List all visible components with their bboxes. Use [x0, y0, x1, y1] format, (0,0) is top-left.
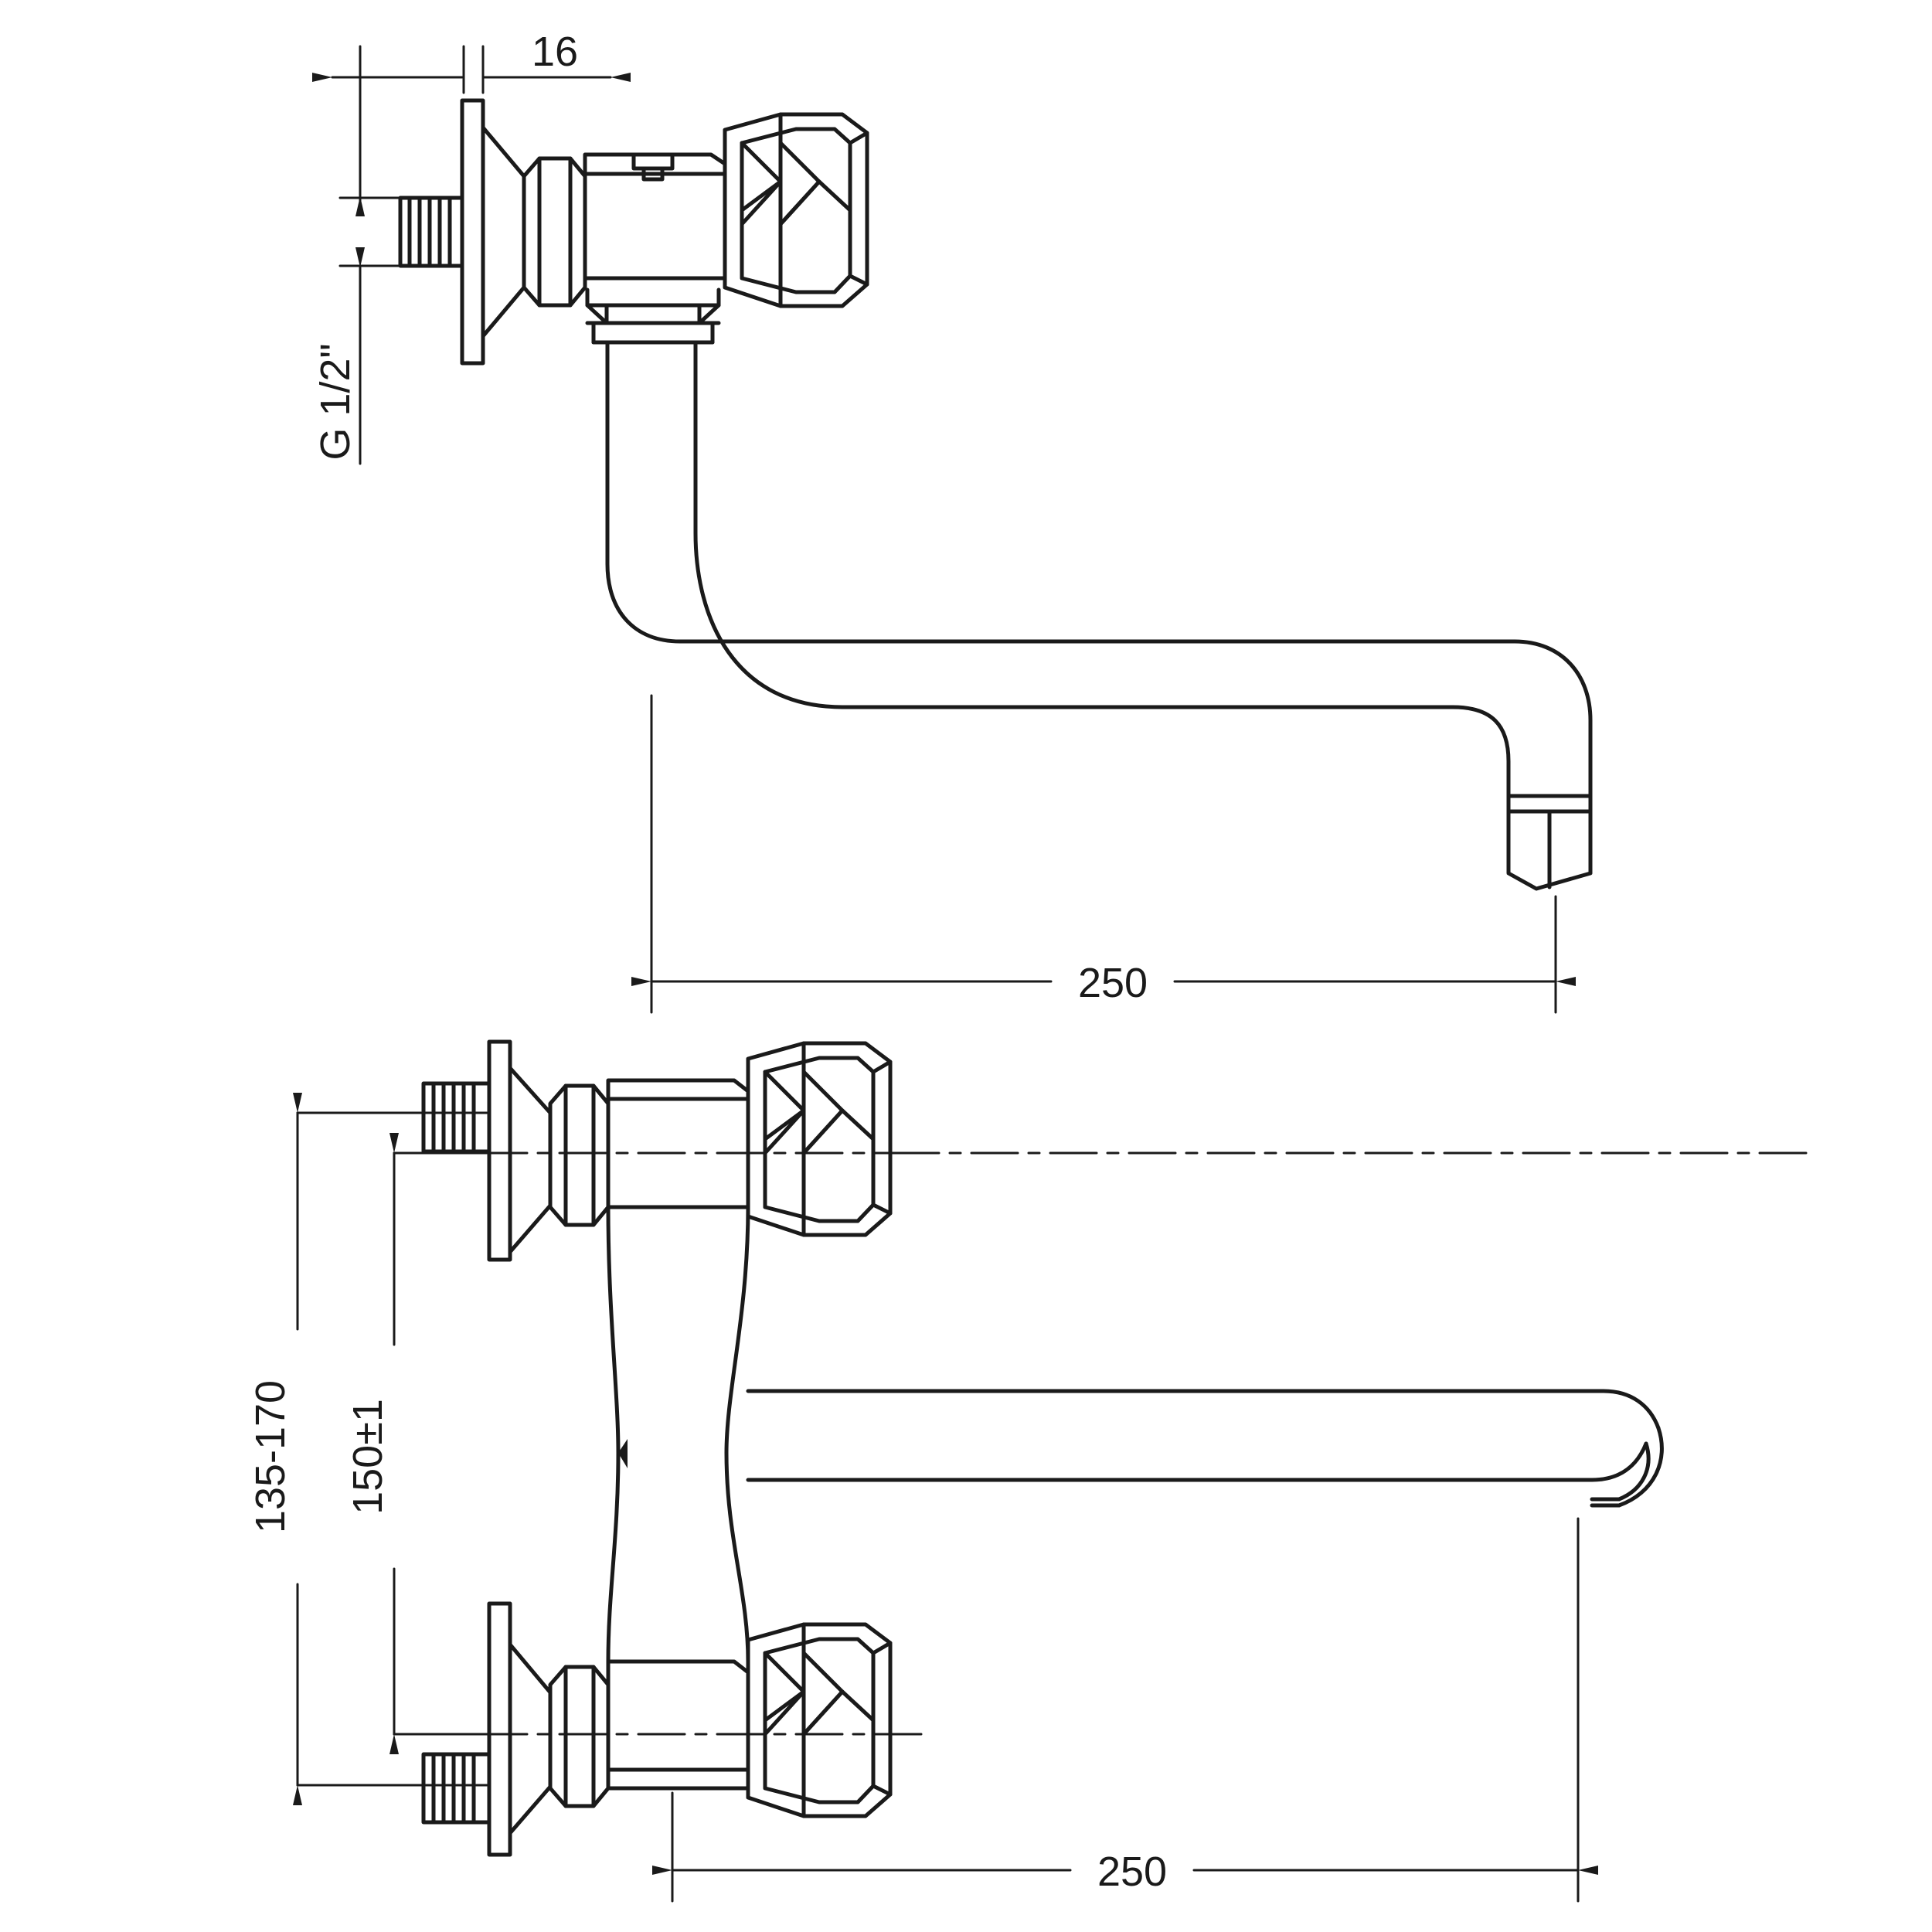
- dimension-150-lines: [389, 1133, 512, 1754]
- top-view-group: [312, 45, 1593, 1014]
- dimension-label-150-tolerance: 150±1: [345, 1399, 391, 1515]
- hex-nut-inlet-top: [522, 156, 587, 308]
- escutcheon-flange-top: [460, 98, 526, 366]
- inlet-thread-nipple-lower: [421, 1752, 492, 1825]
- central-body-column: [606, 1205, 750, 1664]
- hex-nut-lower: [548, 1665, 611, 1808]
- escutcheon-flange-upper: [487, 1039, 553, 1262]
- dimension-label-16: 16: [532, 29, 578, 75]
- valve-body-lower: [606, 1659, 750, 1791]
- handle-lower-front: [746, 1622, 893, 1818]
- dimension-label-250-front: 250: [1097, 1849, 1167, 1895]
- valve-body-upper: [606, 1078, 750, 1209]
- valve-body-top: [583, 152, 727, 281]
- centerlines-front: [400, 1151, 929, 1736]
- inlet-thread-nipple-upper: [421, 1081, 492, 1154]
- dimension-135-170-lines: [293, 1093, 488, 1805]
- swivel-spout-front: [746, 1389, 1664, 1508]
- dimension-label-250-top: 250: [1078, 960, 1148, 1006]
- handle-upper-front: [746, 1041, 893, 1237]
- riser-union-nut-top: [585, 287, 721, 345]
- dimension-label-g-half-inch: G 1/2": [312, 343, 359, 460]
- spout-aerator-top: [1506, 794, 1593, 891]
- dimension-label-135-170: 135-170: [247, 1380, 294, 1533]
- dimension-g-half-inch-lines: [338, 134, 403, 465]
- inlet-thread-nipple: [398, 196, 464, 268]
- dimension-250-front-lines: [652, 1517, 1598, 1903]
- swivel-spout-top: [605, 340, 1593, 818]
- front-view-group: [293, 1039, 1818, 1903]
- dimension-250-top-lines: [631, 694, 1576, 1014]
- hex-nut-upper: [548, 1083, 611, 1227]
- escutcheon-flange-lower: [487, 1601, 553, 1857]
- handle-top-view: [723, 112, 869, 308]
